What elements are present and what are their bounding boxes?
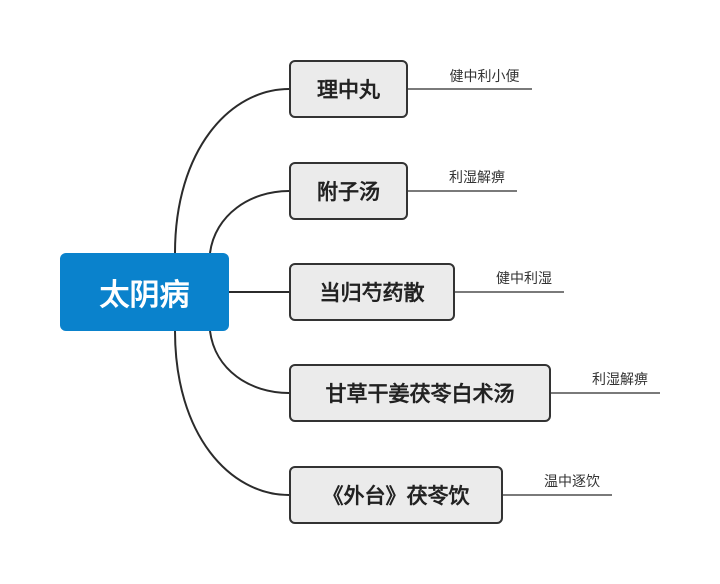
branch-note-4: 利湿解痹 xyxy=(580,369,660,389)
root-topic[interactable]: 太阴病 xyxy=(60,253,229,331)
branch-node-5[interactable]: 《外台》茯苓饮 xyxy=(289,466,503,524)
branch-note-text: 温中逐饮 xyxy=(544,474,600,490)
branch-note-text: 利湿解痹 xyxy=(449,170,505,186)
connector-root-to-branch-4 xyxy=(209,330,290,394)
connector-root-to-branch-1 xyxy=(174,88,290,254)
branch-label: 附子汤 xyxy=(317,180,380,204)
branch-note-text: 健中利小便 xyxy=(449,69,520,85)
connector-root-to-branch-5 xyxy=(174,330,290,496)
branch-note-2: 利湿解痹 xyxy=(437,167,517,187)
branch-node-2[interactable]: 附子汤 xyxy=(289,162,408,220)
root-topic-label: 太阴病 xyxy=(99,278,190,313)
branch-note-1: 健中利小便 xyxy=(437,66,532,86)
branch-node-1[interactable]: 理中丸 xyxy=(289,60,408,118)
branch-note-5: 温中逐饮 xyxy=(532,471,612,491)
branch-label: 甘草干姜茯苓白术汤 xyxy=(325,382,515,406)
branch-note-text: 健中利湿 xyxy=(496,271,552,287)
branch-label: 理中丸 xyxy=(317,78,380,102)
branch-node-3[interactable]: 当归芍药散 xyxy=(289,263,455,321)
branch-label: 当归芍药散 xyxy=(319,281,425,305)
branch-node-4[interactable]: 甘草干姜茯苓白术汤 xyxy=(289,364,551,422)
branch-label: 《外台》茯苓饮 xyxy=(322,484,470,508)
connector-root-to-branch-2 xyxy=(209,190,290,254)
branch-note-3: 健中利湿 xyxy=(484,268,564,288)
branch-note-text: 利湿解痹 xyxy=(592,372,648,388)
